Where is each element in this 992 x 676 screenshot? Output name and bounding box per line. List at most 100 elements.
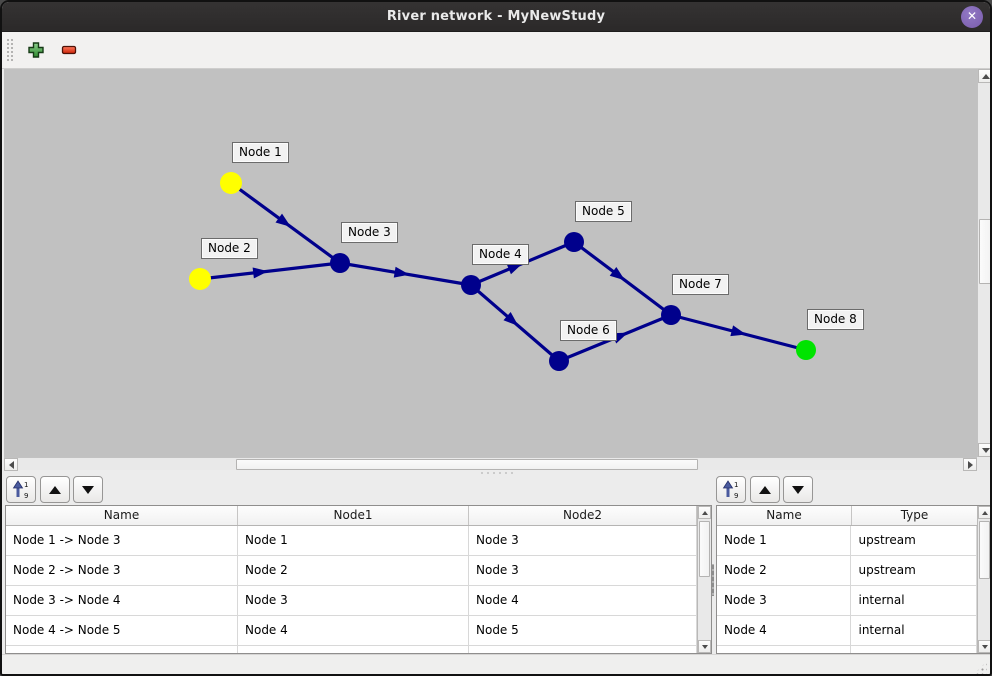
- nodes-move-down-button[interactable]: [783, 476, 813, 503]
- graph-node-node1[interactable]: [220, 172, 242, 194]
- column-header-node1[interactable]: Node1: [238, 506, 469, 525]
- table-cell[interactable]: Node 2: [238, 556, 469, 585]
- node-label-node5[interactable]: Node 5: [575, 201, 632, 222]
- table-cell[interactable]: upstream: [851, 556, 977, 585]
- table-cell[interactable]: Node 1: [717, 526, 852, 555]
- edge-arrow-icon: [252, 267, 269, 279]
- remove-node-button[interactable]: [56, 37, 82, 63]
- table-row-empty[interactable]: [6, 646, 697, 653]
- table-cell[interactable]: Node 3: [717, 586, 852, 615]
- nodes-scroll-thumb[interactable]: [979, 521, 990, 579]
- table-cell[interactable]: Node 2: [717, 556, 852, 585]
- table-cell[interactable]: Node 3: [469, 526, 697, 555]
- reaches-move-up-button[interactable]: [40, 476, 70, 503]
- graph-node-node5[interactable]: [564, 232, 584, 252]
- toolbar-drag-handle[interactable]: [6, 37, 13, 63]
- table-cell[interactable]: upstream: [851, 526, 977, 555]
- arrow-up-icon: [701, 510, 708, 515]
- scroll-up-button[interactable]: [978, 69, 990, 83]
- graph-edge-node2-node3[interactable]: [199, 261, 341, 281]
- horizontal-splitter[interactable]: [2, 470, 990, 476]
- graph-vertical-scrollbar[interactable]: [977, 69, 990, 457]
- up-triangle-icon: [49, 485, 61, 494]
- graph-node-node7[interactable]: [661, 305, 681, 325]
- node-label-node7[interactable]: Node 7: [672, 274, 729, 295]
- table-cell[interactable]: Node 3 -> Node 4: [6, 586, 238, 615]
- table-cell[interactable]: Node 4: [469, 586, 697, 615]
- edge-arrow-icon: [730, 325, 747, 337]
- scroll-down-button[interactable]: [978, 443, 990, 457]
- table-cell[interactable]: Node 3: [238, 586, 469, 615]
- node-label-node3[interactable]: Node 3: [341, 222, 398, 243]
- scroll-down-button[interactable]: [698, 640, 711, 653]
- scroll-up-button[interactable]: [698, 506, 711, 519]
- table-row-empty[interactable]: [717, 646, 977, 653]
- splitter-grip-icon: [711, 563, 714, 596]
- graph-node-node8[interactable]: [796, 340, 816, 360]
- graph-node-node4[interactable]: [461, 275, 481, 295]
- title-bar[interactable]: River network - MyNewStudy ✕: [2, 2, 990, 32]
- table-cell[interactable]: Node 5: [469, 616, 697, 645]
- graph-horizontal-scrollbar[interactable]: [4, 457, 977, 471]
- table-cell[interactable]: internal: [851, 616, 977, 645]
- table-cell: [717, 646, 852, 653]
- arrow-down-icon: [981, 644, 988, 649]
- nodes-move-up-button[interactable]: [750, 476, 780, 503]
- graph-hscroll-thumb[interactable]: [236, 459, 698, 470]
- table-cell[interactable]: internal: [851, 586, 977, 615]
- reaches-scroll-thumb[interactable]: [699, 521, 710, 577]
- edge-arrow-icon: [275, 213, 291, 227]
- add-node-button[interactable]: [23, 37, 49, 63]
- vertical-splitter[interactable]: [710, 507, 715, 652]
- reaches-sort-button[interactable]: 1 9: [6, 476, 36, 503]
- svg-text:1: 1: [24, 481, 28, 489]
- column-header-name[interactable]: Name: [717, 506, 852, 525]
- scroll-right-button[interactable]: [963, 458, 977, 471]
- nodes-table-scrollbar[interactable]: [977, 506, 990, 653]
- table-cell[interactable]: Node 4: [238, 616, 469, 645]
- table-cell[interactable]: Node 1: [238, 526, 469, 555]
- column-header-name[interactable]: Name: [6, 506, 238, 525]
- graph-node-node3[interactable]: [330, 253, 350, 273]
- graph-vscroll-thumb[interactable]: [979, 219, 990, 284]
- arrow-up-icon: [981, 73, 990, 79]
- sort-ascending-icon: 1 9: [12, 480, 28, 499]
- reaches-table-scrollbar[interactable]: [697, 506, 711, 653]
- close-icon: ✕: [966, 9, 978, 23]
- table-cell[interactable]: Node 4 -> Node 5: [6, 616, 238, 645]
- node-label-node6[interactable]: Node 6: [560, 320, 617, 341]
- scroll-down-button[interactable]: [978, 640, 990, 653]
- close-button[interactable]: ✕: [961, 6, 983, 28]
- node-label-node8[interactable]: Node 8: [807, 309, 864, 330]
- scroll-up-button[interactable]: [978, 506, 990, 519]
- table-cell[interactable]: Node 1 -> Node 3: [6, 526, 238, 555]
- table-cell[interactable]: Node 4: [717, 616, 852, 645]
- table-cell[interactable]: Node 2 -> Node 3: [6, 556, 238, 585]
- scroll-left-button[interactable]: [4, 458, 18, 471]
- table-cell[interactable]: Node 3: [469, 556, 697, 585]
- node-label-node4[interactable]: Node 4: [472, 244, 529, 265]
- column-header-node2[interactable]: Node2: [469, 506, 697, 525]
- down-triangle-icon: [792, 485, 804, 494]
- node-label-node1[interactable]: Node 1: [232, 142, 289, 163]
- river-network-canvas[interactable]: Node 1 Node 2 Node 3 Node 4 Node 5 Node 6 Node…: [4, 69, 977, 457]
- edge-arrow-icon: [393, 266, 410, 278]
- reaches-move-down-button[interactable]: [73, 476, 103, 503]
- graph-node-node6[interactable]: [549, 351, 569, 371]
- graph-node-node2[interactable]: [189, 268, 211, 290]
- nodes-sort-button[interactable]: 1 9: [716, 476, 746, 503]
- resize-grip[interactable]: [974, 661, 987, 674]
- column-header-type[interactable]: Type: [852, 506, 978, 525]
- svg-text:9: 9: [734, 492, 738, 499]
- status-strip: [2, 654, 990, 674]
- node-label-node2[interactable]: Node 2: [201, 238, 258, 259]
- table-cell: [851, 646, 977, 653]
